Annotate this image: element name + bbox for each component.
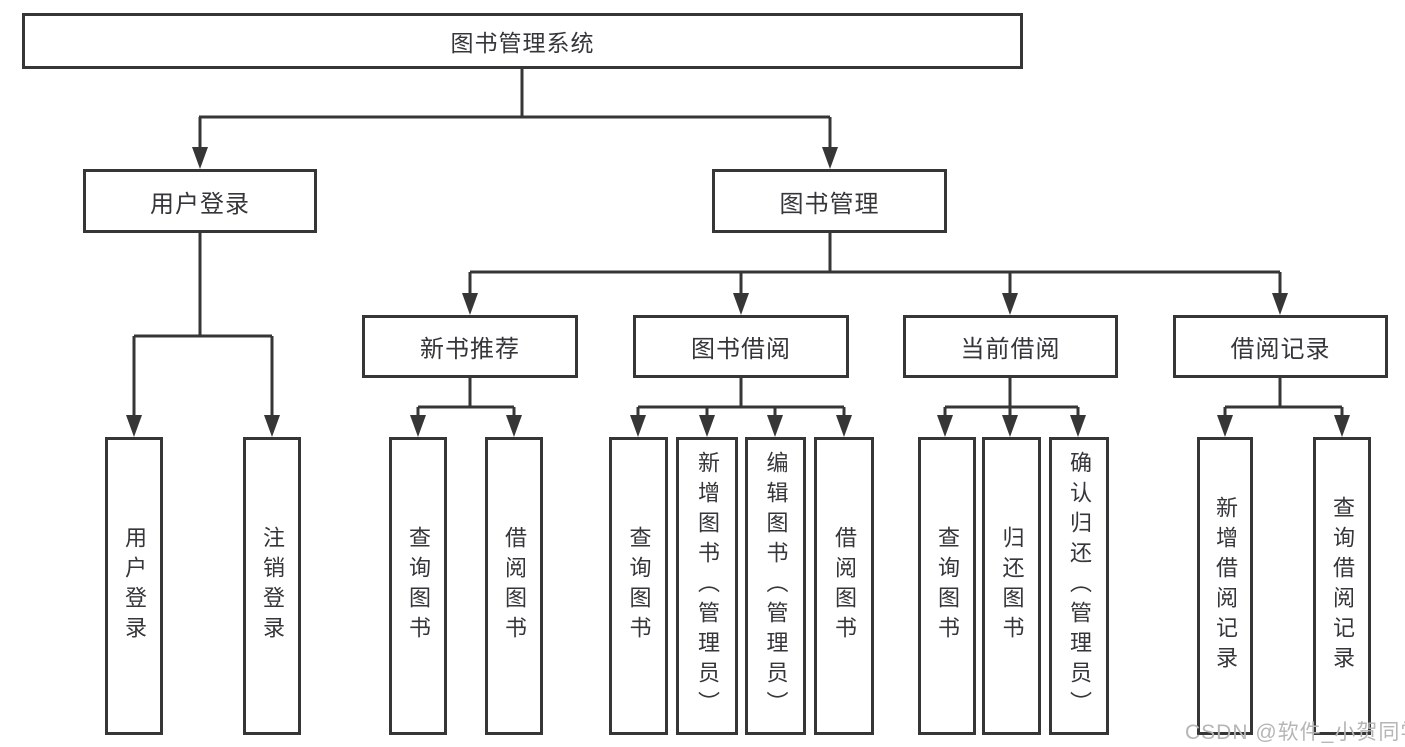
- leaf-label: 确认归还（管理员）: [1067, 451, 1092, 721]
- leaf-query-books-current: 查询图书: [918, 437, 976, 735]
- leaf-label: 归还图书: [999, 526, 1025, 646]
- arrowhead: [937, 415, 953, 437]
- arrowhead: [767, 415, 783, 437]
- node-user-login: 用户登录: [83, 169, 317, 233]
- leaf-borrow-books-recommend: 借阅图书: [485, 437, 543, 735]
- arrowhead: [822, 147, 838, 169]
- arrowhead: [462, 293, 478, 315]
- arrowhead: [630, 415, 646, 437]
- leaf-query-books-borrowing: 查询图书: [609, 437, 668, 735]
- connector-bookmgmt-to-level3: [462, 233, 1288, 315]
- csdn-watermark: CSDN @软件_小贺同学: [1185, 721, 1405, 744]
- node-label: 用户登录: [150, 190, 250, 218]
- leaf-return-books: 归还图书: [982, 437, 1041, 735]
- node-label: 图书管理: [779, 190, 880, 218]
- connector-current-to-leaves: [937, 378, 1086, 437]
- leaf-label: 借阅图书: [502, 526, 527, 646]
- arrowhead: [410, 415, 426, 437]
- arrowhead: [699, 415, 715, 437]
- arrowhead: [1002, 293, 1018, 315]
- node-label: 新书推荐: [420, 336, 520, 363]
- leaf-label: 查询图书: [626, 526, 652, 646]
- connector-root-to-level2: [192, 69, 838, 169]
- leaf-label: 查询借阅记录: [1330, 496, 1355, 676]
- arrowhead: [733, 293, 749, 315]
- leaf-user-login: 用户登录: [105, 437, 163, 735]
- node-new-book-recommendation: 新书推荐: [362, 315, 578, 378]
- connector-records-to-leaves: [1217, 378, 1350, 437]
- node-label: 图书借阅: [691, 336, 791, 363]
- arrowhead: [1002, 415, 1018, 437]
- leaf-label: 新增借阅记录: [1213, 496, 1238, 676]
- node-library-management-system: 图书管理系统: [22, 13, 1023, 69]
- arrowhead: [1272, 293, 1288, 315]
- leaf-label: 用户登录: [122, 526, 147, 646]
- leaf-label: 新增图书（管理员）: [695, 451, 720, 721]
- arrowhead: [264, 415, 280, 437]
- node-book-management: 图书管理: [712, 169, 947, 233]
- connector-userlogin-to-leaves: [126, 233, 280, 437]
- connector-newrec-to-leaves: [410, 378, 522, 437]
- arrowhead: [1334, 415, 1350, 437]
- leaf-confirm-return-admin: 确认归还（管理员）: [1049, 437, 1109, 735]
- arrowhead: [836, 415, 852, 437]
- arrowhead: [126, 415, 142, 437]
- leaf-label: 借阅图书: [832, 526, 857, 646]
- arrowhead: [1217, 415, 1233, 437]
- node-label: 借阅记录: [1230, 336, 1331, 363]
- leaf-edit-books-admin: 编辑图书（管理员）: [745, 437, 806, 735]
- node-book-borrowing: 图书借阅: [633, 315, 849, 378]
- leaf-label: 注销登录: [260, 526, 285, 646]
- leaf-query-borrow-record: 查询借阅记录: [1313, 437, 1371, 735]
- leaf-logout: 注销登录: [243, 437, 301, 735]
- arrowhead: [192, 147, 208, 169]
- leaf-add-borrow-record: 新增借阅记录: [1197, 437, 1253, 735]
- node-label: 当前借阅: [960, 336, 1061, 363]
- leaf-label: 查询图书: [406, 526, 431, 646]
- leaf-label: 编辑图书（管理员）: [763, 451, 789, 721]
- leaf-add-books-admin: 新增图书（管理员）: [676, 437, 738, 735]
- leaf-label: 查询图书: [935, 526, 960, 646]
- arrowhead: [506, 415, 522, 437]
- leaf-query-books-recommend: 查询图书: [389, 437, 447, 735]
- connector-borrowing-to-leaves: [630, 378, 852, 437]
- node-current-borrowing: 当前借阅: [903, 315, 1118, 378]
- node-borrowing-records: 借阅记录: [1173, 315, 1388, 378]
- leaf-borrow-books-borrowing: 借阅图书: [814, 437, 874, 735]
- arrowhead: [1070, 415, 1086, 437]
- node-label: 图书管理系统: [450, 30, 595, 56]
